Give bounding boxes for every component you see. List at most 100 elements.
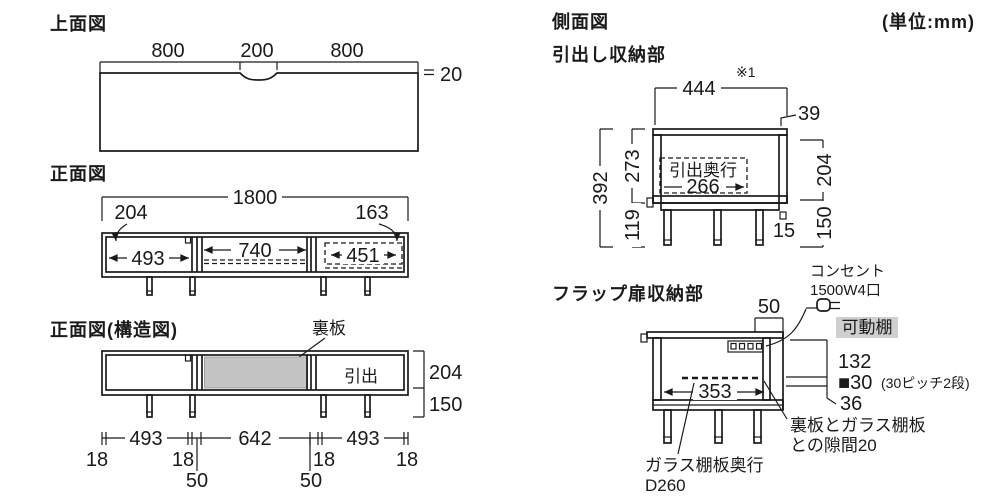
outlet-strip	[727, 340, 764, 353]
back-gap-50: 50	[758, 296, 780, 318]
leg	[755, 209, 764, 246]
cabinet-inner	[105, 354, 405, 391]
top-dim-left: 800	[151, 40, 184, 62]
halo	[677, 80, 721, 97]
front-drawer-width: 451	[346, 245, 379, 267]
latch-detail	[184, 354, 192, 362]
front-opening-height: 204	[114, 202, 147, 224]
halo	[591, 166, 609, 210]
cabinet-outer	[101, 350, 409, 396]
leg	[714, 409, 723, 444]
outlet-label-line1: コンセント	[810, 263, 885, 280]
movable-shelf-badge	[836, 317, 898, 338]
height-bracket	[413, 350, 425, 418]
top-panel-outline	[99, 72, 419, 152]
gap-note-line2: との隙間20	[790, 436, 877, 455]
seg-18-1: 18	[86, 449, 108, 471]
side-view-flap-section: フラップ扉収納部 50 コンセント 1	[552, 263, 970, 495]
top-frame-leader	[780, 114, 797, 126]
seg-642: 642	[238, 428, 271, 450]
drawer-height-leader	[378, 223, 401, 242]
thickness-ticks	[424, 69, 434, 76]
back-panel-shaded	[204, 356, 308, 389]
leg	[713, 209, 722, 246]
flap-door-tab	[640, 333, 648, 343]
top-panel	[652, 128, 788, 136]
halo	[342, 429, 384, 447]
drawer-depth-label: 引出奥行	[669, 161, 737, 180]
back-gap-bracket	[754, 317, 784, 332]
drawer-depth-266: 266	[686, 176, 719, 198]
front-drawer-front-height: 163	[355, 202, 388, 224]
shelf-pitch-square: ■30	[838, 372, 872, 394]
halo	[693, 383, 737, 400]
leg	[753, 409, 762, 444]
structure-view-title: 正面図(構造図)	[50, 319, 178, 340]
unit-note: (単位:mm)	[882, 11, 975, 32]
drawer-side-body	[646, 128, 788, 246]
foot-height-15: 15	[773, 220, 795, 242]
front-legs	[146, 276, 371, 296]
lower-height-119: 119	[622, 209, 644, 241]
drawer-depth-dashed-box	[659, 157, 748, 194]
dividers	[191, 237, 317, 272]
glass-depth-line1: ガラス棚板奥行	[645, 456, 764, 475]
side-view-drawer-section: 側面図 (単位:mm) 引出し収納部 ※1 444 39 引出奥行 266 39…	[551, 11, 975, 248]
front-foot	[779, 211, 787, 220]
halo	[814, 148, 832, 192]
front-middle-width: 740	[238, 240, 271, 262]
halo	[228, 188, 282, 206]
top-dim-right: 800	[330, 40, 363, 62]
gap-note-leader	[763, 380, 788, 420]
back-tab	[646, 197, 654, 208]
halo	[623, 144, 641, 188]
front-panel	[778, 134, 788, 204]
drawer-section-subtitle: 引出し収納部	[552, 44, 666, 65]
seg-18-2: 18	[172, 449, 194, 471]
glass-depth-line2: D260	[645, 476, 686, 495]
top-view: 上面図 800 200 800 20	[50, 14, 462, 152]
opening-height-204: 204	[814, 153, 836, 186]
flap-section-subtitle: フラップ扉収納部	[552, 283, 704, 304]
leg	[663, 409, 672, 444]
shelf-top-132: 132	[838, 351, 871, 373]
top-thickness: 20	[440, 64, 462, 86]
side-view-title: 側面図	[551, 11, 609, 32]
shelf-position-bracket	[786, 339, 837, 405]
body-height: 204	[429, 362, 462, 384]
movable-shelf-label: 可動棚	[842, 318, 893, 337]
outlet-label-line2: 1500W4口	[810, 282, 881, 299]
middle-shelf-dashed	[204, 259, 306, 265]
front-left-width: 493	[131, 248, 164, 270]
top-width-dimension-line	[99, 61, 419, 73]
halo	[342, 246, 384, 264]
seg-50-1: 50	[186, 470, 208, 492]
top-frame-39: 39	[798, 103, 820, 125]
total-height-392: 392	[590, 171, 612, 204]
top-dim-center: 200	[240, 40, 273, 62]
halo	[127, 249, 169, 267]
back-panel	[762, 337, 771, 401]
structure-legs	[146, 394, 371, 418]
drawer-label: 引出	[344, 367, 378, 386]
base-strip	[660, 202, 780, 211]
footnote-mark: ※1	[736, 64, 756, 80]
shelf-width-353: 353	[698, 381, 731, 403]
front-view-title: 正面図	[50, 164, 107, 184]
halo	[231, 429, 279, 447]
cabinet-inner	[105, 236, 405, 273]
top-view-title: 上面図	[50, 14, 107, 34]
halo	[125, 429, 167, 447]
halo	[623, 203, 641, 247]
opening-height-leader	[111, 223, 128, 242]
upper-height-273: 273	[622, 149, 644, 182]
front-panel	[652, 337, 662, 401]
structure-view: 正面図(構造図) 裏板 引出 204 150 493 642 493 18 18…	[50, 318, 462, 492]
fifty-leaders	[196, 438, 311, 471]
seg-493-right: 493	[346, 428, 379, 450]
leg-height-150: 150	[814, 206, 836, 239]
shelf-bottom-36: 36	[840, 393, 862, 415]
plug-icon	[806, 298, 840, 312]
gap-note-line1: 裏板とガラス棚板	[790, 415, 926, 435]
